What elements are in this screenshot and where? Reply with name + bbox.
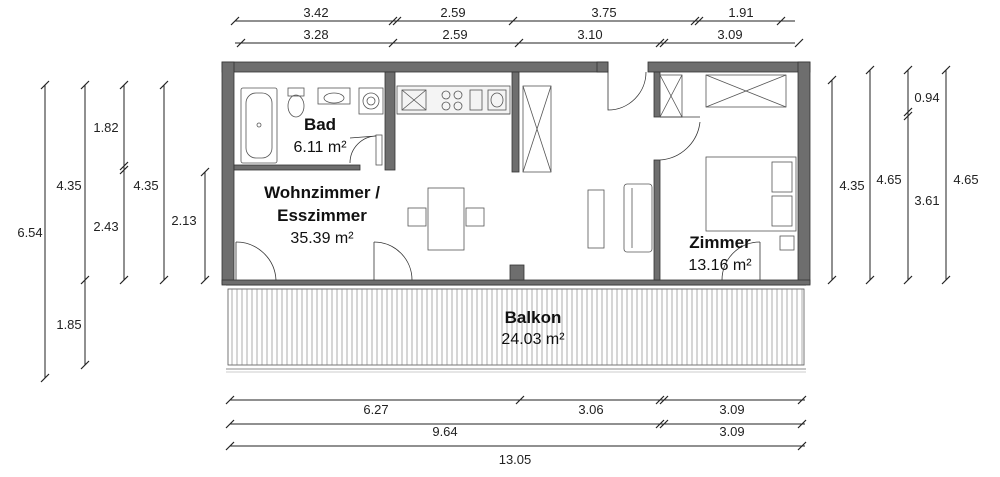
room-wohn-area: 35.39 m² — [290, 230, 354, 247]
dim-top-2-c: 3.10 — [577, 27, 602, 42]
room-bad-area: 6.11 m² — [293, 139, 347, 156]
dim-top-1-c: 3.75 — [591, 5, 616, 20]
dim-left-upper: 4.35 — [56, 178, 81, 193]
dim-left-bad: 1.82 — [93, 120, 118, 135]
top-dimensions: 3.42 2.59 3.75 1.91 3.28 2.59 3.10 3.09 — [230, 5, 804, 48]
dim-right-total-b: 4.65 — [953, 172, 978, 187]
dim-left-lower: 1.85 — [56, 317, 81, 332]
bathroom-fixtures — [240, 87, 384, 166]
dim-left-total: 6.54 — [17, 225, 42, 240]
living-furniture — [407, 183, 653, 253]
room-labels: Bad 6.11 m² Wohnzimmer / Esszimmer 35.39… — [264, 115, 752, 348]
dim-bottom-1-a: 6.27 — [363, 402, 388, 417]
kitchen — [396, 85, 552, 173]
left-dimensions: 6.54 4.35 1.85 1.82 2.43 4.35 2.13 — [17, 80, 210, 383]
dim-bottom-total: 13.05 — [499, 452, 532, 467]
room-balkon-name: Balkon — [505, 308, 562, 327]
dim-bottom-1-b: 3.06 — [578, 402, 603, 417]
dim-bottom-2-b: 3.09 — [719, 424, 744, 439]
dim-top-1-b: 2.59 — [440, 5, 465, 20]
dim-right-large: 3.61 — [914, 193, 939, 208]
dim-top-2-d: 3.09 — [717, 27, 742, 42]
dim-left-door: 2.13 — [171, 213, 196, 228]
room-wohn-name-2: Esszimmer — [277, 206, 367, 225]
dim-bottom-1-c: 3.09 — [719, 402, 744, 417]
room-zimmer-name: Zimmer — [689, 233, 751, 252]
bottom-dimensions: 6.27 3.06 3.09 9.64 3.09 13.05 — [225, 395, 807, 467]
room-wohn-name-1: Wohnzimmer / — [264, 183, 380, 202]
bedroom-furniture — [659, 74, 797, 251]
dim-top-1-a: 3.42 — [303, 5, 328, 20]
dim-right-small: 0.94 — [914, 90, 939, 105]
room-bad-name: Bad — [304, 115, 336, 134]
room-zimmer-area: 13.16 m² — [688, 257, 752, 274]
balcony — [226, 284, 806, 373]
dim-right-room: 4.35 — [839, 178, 864, 193]
room-balkon-area: 24.03 m² — [501, 331, 565, 348]
dim-top-2-a: 3.28 — [303, 27, 328, 42]
dim-top-2-b: 2.59 — [442, 27, 467, 42]
right-dimensions: 4.35 4.65 0.94 3.61 4.65 — [827, 65, 979, 285]
walls — [221, 61, 811, 286]
dim-top-1-d: 1.91 — [728, 5, 753, 20]
dim-left-mid: 2.43 — [93, 219, 118, 234]
doors — [235, 71, 761, 281]
dim-bottom-2-a: 9.64 — [432, 424, 457, 439]
dim-right-total-a: 4.65 — [876, 172, 901, 187]
dim-left-room: 4.35 — [133, 178, 158, 193]
